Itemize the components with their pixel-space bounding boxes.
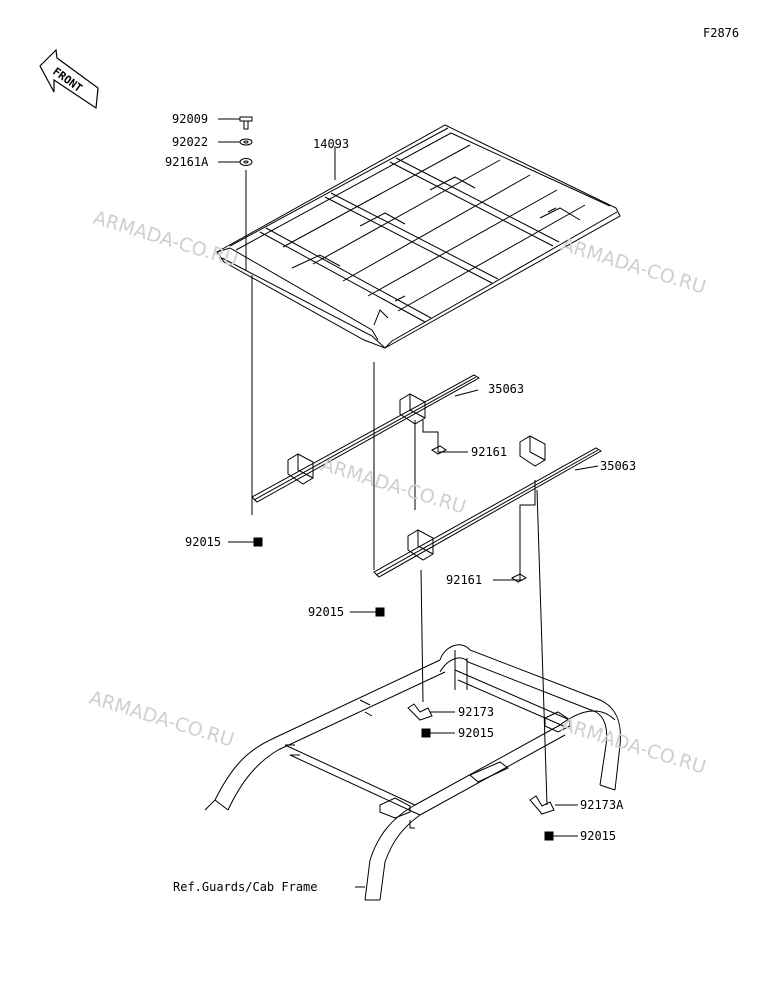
nut-92015-clamp-a [544, 831, 554, 841]
watermark-3: ARMADA-CO.RU [319, 454, 469, 519]
part-label-92015-clamp: 92015 [458, 726, 495, 740]
part-label-92161-lower: 92161 [446, 573, 483, 587]
watermark-5: ARMADA-CO.RU [559, 714, 709, 779]
part-label-92173a: 92173A [580, 798, 624, 812]
figure-code: F2876 [703, 26, 740, 40]
roof-bracket-lower [373, 435, 602, 578]
watermark-2: ARMADA-CO.RU [559, 234, 709, 299]
part-label-35063-lower: 35063 [600, 459, 637, 473]
washer-92022 [239, 138, 253, 146]
roof-bracket-upper [251, 374, 480, 503]
part-label-92015-mid: 92015 [308, 605, 345, 619]
watermark-4: ARMADA-CO.RU [87, 687, 237, 752]
part-label-92022: 92022 [172, 135, 209, 149]
part-label-92009: 92009 [172, 112, 209, 126]
part-label-35063-upper: 35063 [488, 382, 525, 396]
part-label-92015-left: 92015 [185, 535, 222, 549]
nut-92015-left [253, 537, 263, 547]
nut-92015-mid [375, 607, 385, 617]
clamp-92173a [529, 795, 555, 815]
bolt-92009 [239, 116, 253, 130]
cab-frame [204, 644, 621, 901]
nut-92015-clamp [421, 728, 431, 738]
front-arrow-icon: FRONT [39, 48, 99, 110]
washer-92161a [239, 158, 253, 166]
part-label-92161a: 92161A [165, 155, 209, 169]
part-label-92161-upper: 92161 [471, 445, 508, 459]
part-label-92173: 92173 [458, 705, 495, 719]
watermark-1: ARMADA-CO.RU [91, 207, 241, 272]
part-label-14093: 14093 [313, 137, 350, 151]
roof-panel [216, 124, 621, 349]
pad-92161-upper [431, 445, 447, 455]
ref-note: Ref.Guards/Cab Frame [173, 880, 318, 894]
clamp-92173 [407, 703, 433, 721]
part-label-92015-clamp-a: 92015 [580, 829, 617, 843]
pad-92161-lower [511, 573, 527, 583]
